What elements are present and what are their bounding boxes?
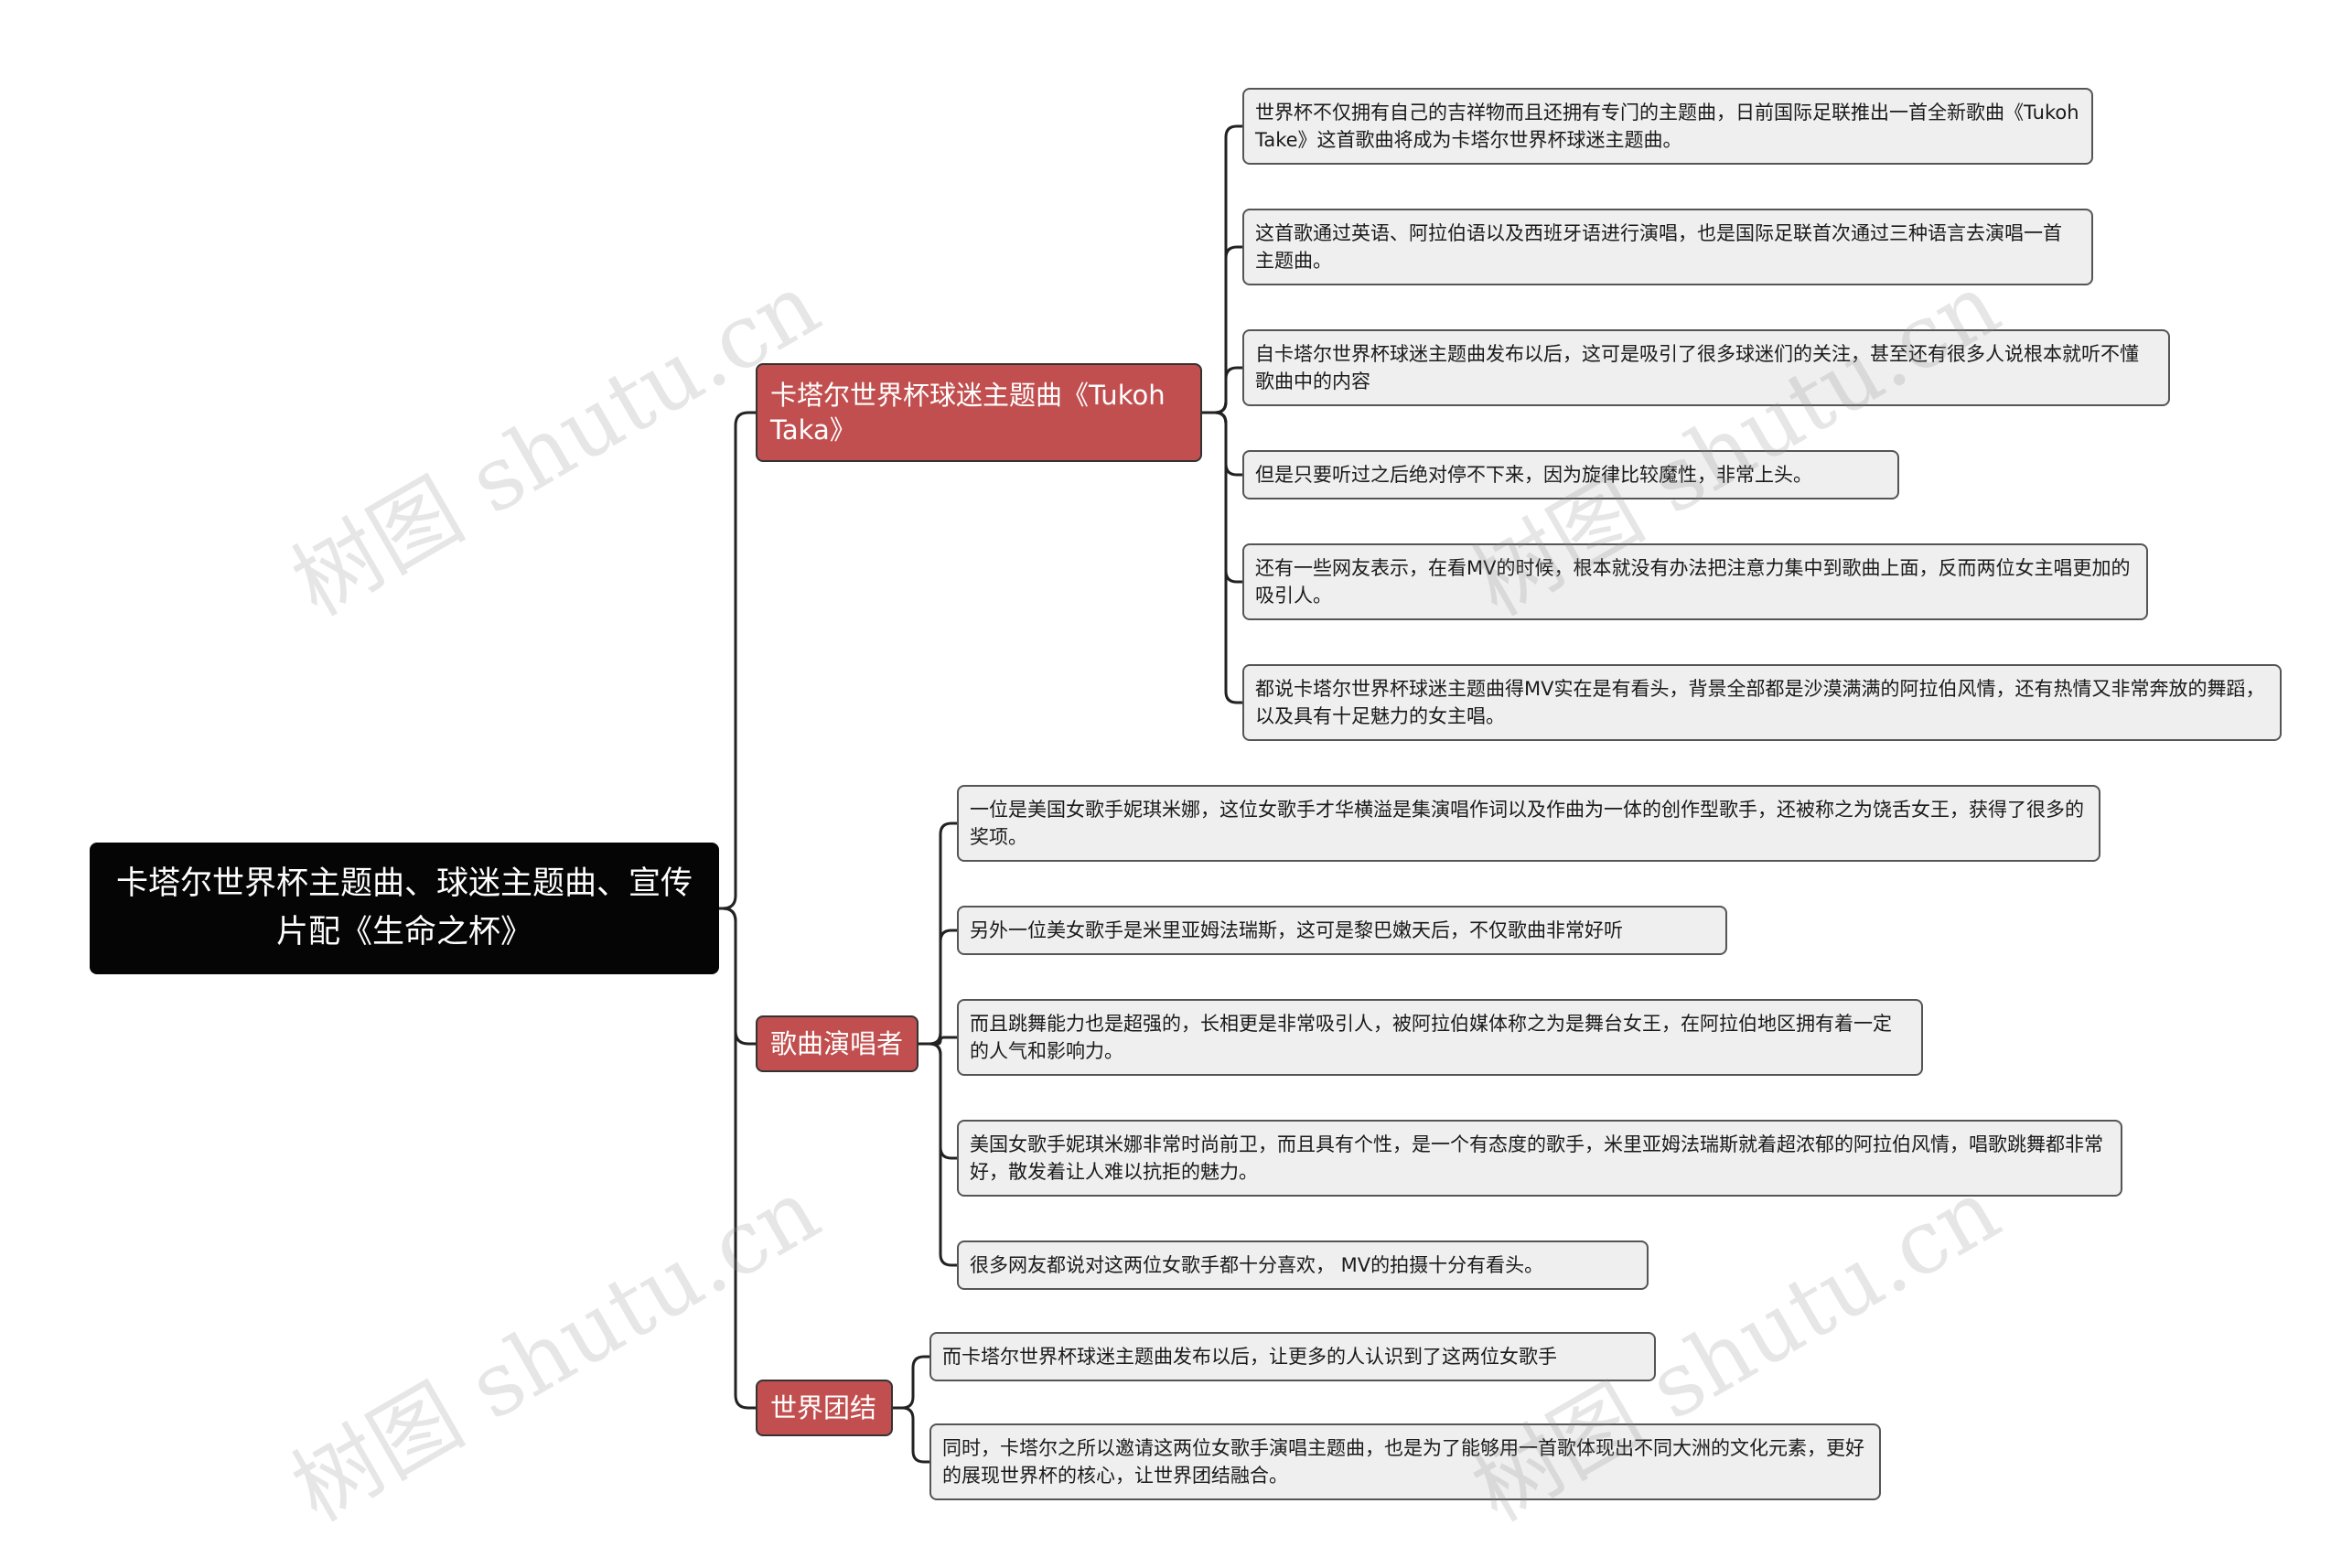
- leaf-text: 这首歌通过英语、阿拉伯语以及西班牙语进行演唱，也是国际足联首次通过三种语言去演唱…: [1255, 222, 2062, 272]
- leaf-topic[interactable]: 自卡塔尔世界杯球迷主题曲发布以后，这可是吸引了很多球迷们的关注，甚至还有很多人说…: [1242, 329, 2170, 406]
- leaf-topic[interactable]: 而卡塔尔世界杯球迷主题曲发布以后，让更多的人认识到了这两位女歌手: [929, 1332, 1656, 1381]
- root-topic[interactable]: 卡塔尔世界杯主题曲、球迷主题曲、宣传片配《生命之杯》: [90, 843, 719, 974]
- branch-singers[interactable]: 歌曲演唱者: [756, 1015, 919, 1072]
- leaf-text: 但是只要听过之后绝对停不下来，因为旋律比较魔性，非常上头。: [1255, 464, 1812, 486]
- branch-label: 卡塔尔世界杯球迷主题曲《Tukoh Taka》: [770, 380, 1166, 446]
- leaf-topic[interactable]: 还有一些网友表示，在看MV的时候，根本就没有办法把注意力集中到歌曲上面，反而两位…: [1242, 543, 2148, 620]
- connector-line: [1202, 124, 1242, 414]
- leaf-text: 一位是美国女歌手妮琪米娜，这位女歌手才华横溢是集演唱作词以及作曲为一体的创作型歌…: [970, 799, 2084, 848]
- leaf-text: 而且跳舞能力也是超强的，长相更是非常吸引人，被阿拉伯媒体称之为是舞台女王，在阿拉…: [970, 1013, 1892, 1062]
- connector-line: [919, 1042, 957, 1267]
- leaf-topic[interactable]: 但是只要听过之后绝对停不下来，因为旋律比较魔性，非常上头。: [1242, 450, 1899, 499]
- branch-world-unity[interactable]: 世界团结: [756, 1380, 893, 1436]
- leaf-text: 同时，卡塔尔之所以邀请这两位女歌手演唱主题曲，也是为了能够用一首歌体现出不同大洲…: [942, 1437, 1864, 1487]
- leaf-text: 自卡塔尔世界杯球迷主题曲发布以后，这可是吸引了很多球迷们的关注，甚至还有很多人说…: [1255, 343, 2139, 392]
- leaf-text: 而卡塔尔世界杯球迷主题曲发布以后，让更多的人认识到了这两位女歌手: [942, 1346, 1557, 1368]
- leaf-topic[interactable]: 而且跳舞能力也是超强的，长相更是非常吸引人，被阿拉伯媒体称之为是舞台女王，在阿拉…: [957, 999, 1923, 1076]
- root-topic-label: 卡塔尔世界杯主题曲、球迷主题曲、宣传片配《生命之杯》: [115, 865, 693, 950]
- leaf-topic[interactable]: 美国女歌手妮琪米娜非常时尚前卫，而且具有个性，是一个有态度的歌手，米里亚姆法瑞斯…: [957, 1120, 2122, 1197]
- connector-line: [919, 1036, 957, 1046]
- leaf-topic[interactable]: 一位是美国女歌手妮琪米娜，这位女歌手才华横溢是集演唱作词以及作曲为一体的创作型歌…: [957, 785, 2100, 862]
- branch-label: 世界团结: [770, 1392, 877, 1423]
- leaf-text: 另外一位美女歌手是米里亚姆法瑞斯，这可是黎巴嫩天后，不仅歌曲非常好听: [970, 919, 1623, 941]
- connector-line: [1202, 245, 1242, 414]
- leaf-topic[interactable]: 另外一位美女歌手是米里亚姆法瑞斯，这可是黎巴嫩天后，不仅歌曲非常好听: [957, 906, 1727, 955]
- connector-line: [1202, 411, 1242, 704]
- leaf-text: 美国女歌手妮琪米娜非常时尚前卫，而且具有个性，是一个有态度的歌手，米里亚姆法瑞斯…: [970, 1133, 2103, 1183]
- leaf-text: 很多网友都说对这两位女歌手都十分喜欢， MV的拍摄十分有看头。: [970, 1254, 1544, 1276]
- connector-line: [919, 1042, 957, 1160]
- leaf-topic[interactable]: 同时，卡塔尔之所以邀请这两位女歌手演唱主题曲，也是为了能够用一首歌体现出不同大洲…: [929, 1423, 1881, 1500]
- leaf-topic[interactable]: 都说卡塔尔世界杯球迷主题曲得MV实在是有看头，背景全部都是沙漠满满的阿拉伯风情，…: [1242, 664, 2282, 741]
- connector-line: [1202, 411, 1242, 584]
- leaf-topic[interactable]: 世界杯不仅拥有自己的吉祥物而且还拥有专门的主题曲，日前国际足联推出一首全新歌曲《…: [1242, 88, 2093, 165]
- leaf-text: 还有一些网友表示，在看MV的时候，根本就没有办法把注意力集中到歌曲上面，反而两位…: [1255, 557, 2131, 607]
- branch-tukoh-taka[interactable]: 卡塔尔世界杯球迷主题曲《Tukoh Taka》: [756, 363, 1202, 462]
- leaf-text: 世界杯不仅拥有自己的吉祥物而且还拥有专门的主题曲，日前国际足联推出一首全新歌曲《…: [1255, 102, 2079, 151]
- connector-line: [719, 907, 756, 1410]
- connector-line: [919, 929, 957, 1046]
- connector-line: [1202, 366, 1242, 414]
- leaf-topic[interactable]: 这首歌通过英语、阿拉伯语以及西班牙语进行演唱，也是国际足联首次通过三种语言去演唱…: [1242, 209, 2093, 285]
- branch-label: 歌曲演唱者: [770, 1028, 904, 1059]
- leaf-topic[interactable]: 很多网友都说对这两位女歌手都十分喜欢， MV的拍摄十分有看头。: [957, 1240, 1649, 1290]
- leaf-text: 都说卡塔尔世界杯球迷主题曲得MV实在是有看头，背景全部都是沙漠满满的阿拉伯风情，…: [1255, 678, 2265, 727]
- connector-line: [893, 1355, 929, 1410]
- connector-line: [919, 822, 957, 1046]
- connector-line: [719, 907, 756, 1046]
- connector-line: [719, 411, 756, 910]
- connector-line: [893, 1406, 929, 1464]
- connector-line: [1202, 411, 1242, 477]
